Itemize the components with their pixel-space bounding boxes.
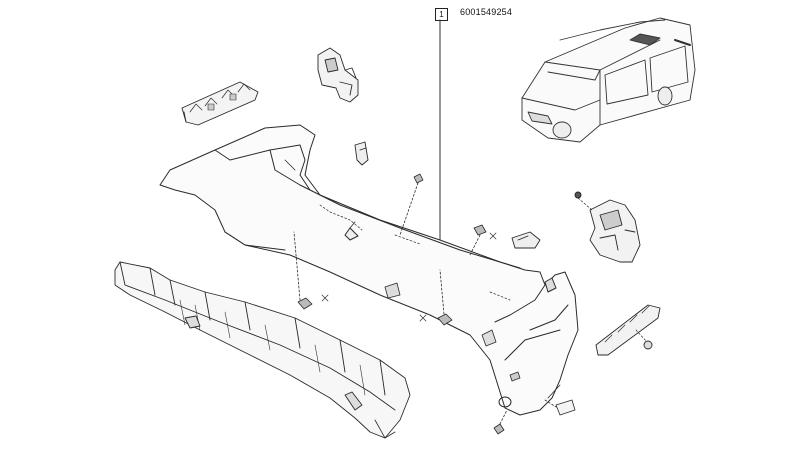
part-number-label: 6001549254: [460, 7, 513, 17]
right-side-bracket: [574, 191, 641, 263]
vehicle-thumbnail: [521, 17, 696, 143]
fasteners: [293, 173, 576, 435]
right-lower-trim: [595, 304, 661, 356]
left-upper-bracket: [181, 81, 259, 126]
rear-bumper-cover: [159, 124, 579, 416]
callout-number-box: 1: [435, 8, 448, 21]
upper-center-bracket: [317, 47, 359, 103]
bumper-absorber-beam: [114, 261, 411, 439]
small-clip-upper: [354, 141, 369, 166]
clip-right-top: [511, 231, 541, 249]
